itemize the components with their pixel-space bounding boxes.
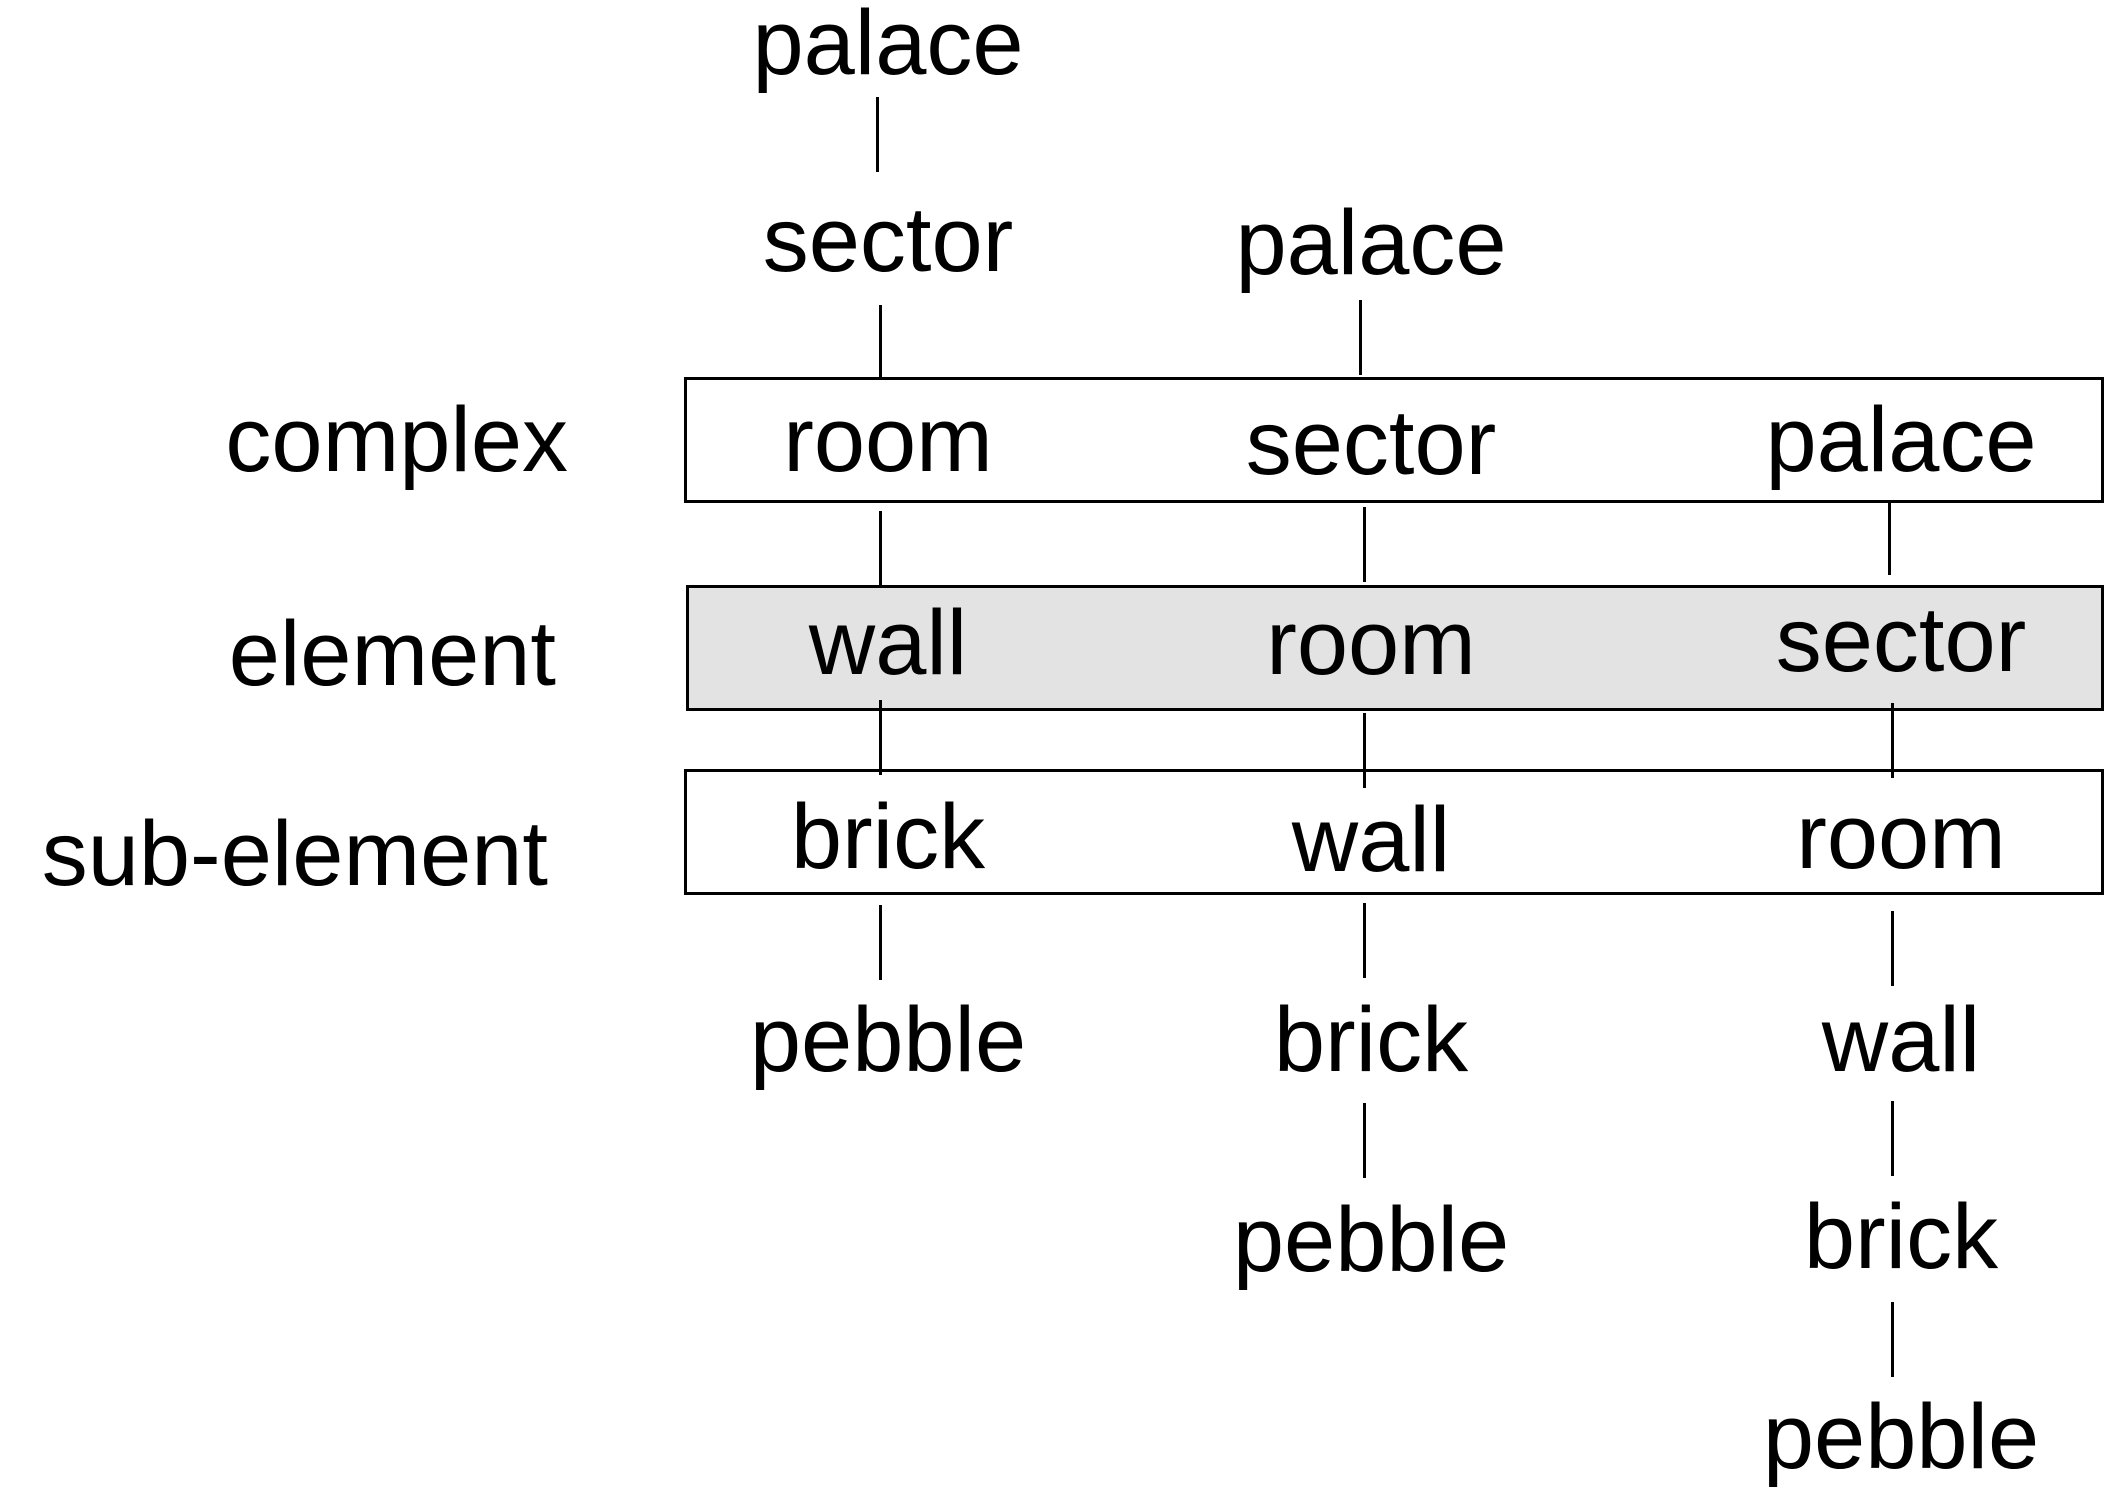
column-3-below-3-label: pebble	[1762, 1386, 2040, 1488]
connector	[1891, 703, 1894, 778]
element-band	[686, 585, 2104, 711]
column-1-sub-element-label: brick	[790, 786, 986, 888]
column-2-sub-element-label: wall	[1291, 789, 1451, 891]
connector	[1363, 903, 1366, 978]
column-2-below-2-label: pebble	[1232, 1189, 1510, 1291]
column-2-below-1-label: brick	[1273, 989, 1469, 1091]
connector	[1363, 713, 1366, 788]
column-3-below-1-label: wall	[1821, 989, 1981, 1091]
column-2-above-1-label: palace	[1235, 192, 1507, 294]
connector	[1363, 1103, 1366, 1178]
column-1-complex-label: room	[783, 389, 993, 491]
column-1-below-1-label: pebble	[749, 989, 1027, 1091]
connector	[1359, 300, 1362, 375]
column-1-above-2-label: palace	[752, 0, 1024, 94]
column-2-element-label: room	[1266, 592, 1476, 694]
connector	[1363, 507, 1366, 582]
column-3-sub-element-label: room	[1796, 786, 2006, 888]
complex-band	[684, 377, 2104, 503]
level-label-element: element	[228, 603, 556, 705]
sub-element-band	[684, 769, 2104, 895]
level-label-complex: complex	[225, 389, 568, 491]
column-3-below-2-label: brick	[1803, 1186, 1999, 1288]
connector	[1891, 1101, 1894, 1176]
column-2-complex-label: sector	[1245, 392, 1497, 494]
connector	[879, 700, 882, 775]
connector	[879, 511, 882, 586]
connector	[879, 905, 882, 980]
column-1-element-label: wall	[808, 592, 968, 694]
column-3-complex-label: palace	[1765, 389, 2037, 491]
column-3-element-label: sector	[1775, 589, 2027, 691]
connector	[1891, 1302, 1894, 1377]
connector	[1888, 500, 1891, 575]
connector	[876, 97, 879, 172]
connector	[879, 305, 882, 380]
connector	[1891, 911, 1894, 986]
column-1-above-1-label: sector	[762, 189, 1014, 291]
level-label-sub-element: sub-element	[41, 803, 548, 905]
